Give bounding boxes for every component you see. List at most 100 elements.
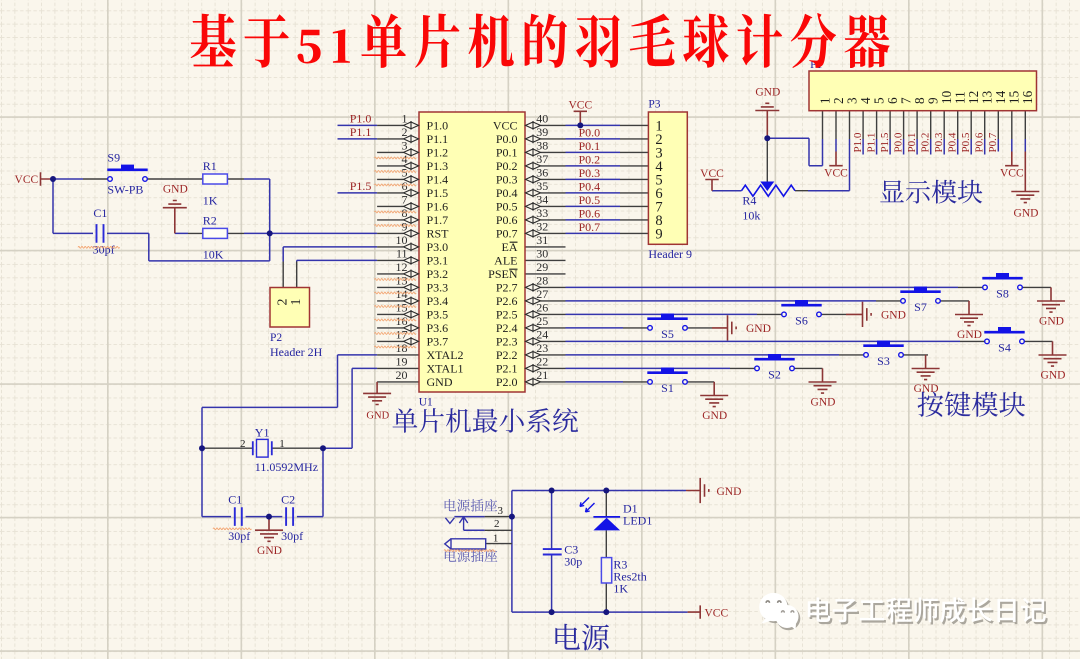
svg-text:S5: S5 [661, 327, 674, 341]
svg-text:9: 9 [655, 226, 662, 242]
svg-text:P1.0: P1.0 [427, 118, 449, 132]
svg-text:30p: 30p [564, 555, 582, 569]
svg-text:33: 33 [536, 206, 548, 220]
svg-text:P0.6: P0.6 [579, 206, 601, 220]
svg-text:P0.7: P0.7 [579, 220, 601, 234]
svg-text:6: 6 [402, 179, 408, 193]
svg-text:R3: R3 [613, 557, 627, 571]
svg-text:Header 9: Header 9 [648, 247, 692, 261]
svg-text:S7: S7 [914, 300, 927, 314]
svg-text:P2.2: P2.2 [496, 348, 518, 362]
svg-text:4: 4 [858, 97, 873, 104]
svg-text:P0.2: P0.2 [579, 152, 601, 166]
svg-text:VCC: VCC [568, 100, 592, 112]
svg-text:PSEN: PSEN [488, 267, 518, 281]
svg-text:10: 10 [939, 90, 954, 104]
svg-text:P2.4: P2.4 [496, 321, 518, 335]
svg-text:D1: D1 [623, 502, 638, 516]
svg-text:RST: RST [427, 226, 450, 240]
svg-text:P1.5: P1.5 [350, 179, 372, 193]
svg-text:P0.0: P0.0 [496, 132, 518, 146]
svg-text:C2: C2 [281, 492, 295, 506]
svg-text:VCC: VCC [705, 607, 729, 619]
svg-text:P3.4: P3.4 [427, 294, 449, 308]
svg-text:P2.1: P2.1 [496, 361, 518, 375]
svg-text:2: 2 [240, 438, 246, 450]
svg-text:38: 38 [536, 139, 548, 153]
svg-text:P2.5: P2.5 [496, 307, 518, 321]
svg-text:8: 8 [402, 206, 408, 220]
svg-text:GND: GND [746, 323, 771, 335]
svg-text:1: 1 [493, 533, 499, 545]
svg-text:35: 35 [536, 179, 548, 193]
svg-text:P0.5: P0.5 [496, 199, 518, 213]
svg-text:P3.5: P3.5 [427, 307, 449, 321]
svg-text:P0.0: P0.0 [893, 132, 905, 152]
svg-text:22: 22 [536, 355, 548, 369]
svg-text:12: 12 [966, 91, 981, 104]
svg-text:GND: GND [881, 310, 906, 322]
svg-text:S4: S4 [998, 341, 1011, 355]
svg-text:P0.6: P0.6 [496, 213, 518, 227]
svg-text:5: 5 [872, 97, 887, 104]
svg-text:14: 14 [993, 90, 1008, 104]
svg-text:P1.1: P1.1 [866, 133, 878, 153]
svg-text:S9: S9 [107, 151, 120, 165]
svg-text:S2: S2 [768, 368, 781, 382]
svg-text:P1.6: P1.6 [427, 199, 449, 213]
svg-text:4: 4 [402, 152, 408, 166]
svg-text:3: 3 [844, 97, 859, 104]
svg-text:5: 5 [655, 172, 662, 188]
svg-text:23: 23 [536, 341, 548, 355]
svg-text:P3.0: P3.0 [427, 240, 449, 254]
svg-text:ALE: ALE [494, 253, 517, 267]
svg-text:P1.1: P1.1 [427, 132, 449, 146]
svg-text:5: 5 [402, 166, 408, 180]
svg-text:P0.0: P0.0 [579, 125, 601, 139]
svg-text:P0.4: P0.4 [496, 186, 518, 200]
svg-text:P3: P3 [648, 98, 660, 110]
svg-text:GND: GND [717, 486, 742, 498]
svg-text:P0.3: P0.3 [496, 172, 518, 186]
svg-text:P0.7: P0.7 [987, 132, 999, 152]
svg-text:S6: S6 [795, 314, 808, 328]
svg-text:39: 39 [536, 125, 548, 139]
svg-text:P3.1: P3.1 [427, 253, 449, 267]
svg-text:LED1: LED1 [623, 513, 652, 527]
svg-text:12: 12 [396, 260, 408, 274]
svg-text:34: 34 [536, 193, 548, 207]
svg-text:37: 37 [536, 152, 548, 166]
svg-text:13: 13 [396, 274, 408, 288]
svg-text:VCC: VCC [1000, 168, 1024, 180]
svg-text:8: 8 [912, 97, 927, 104]
svg-text:40: 40 [536, 112, 548, 126]
svg-text:2: 2 [494, 518, 500, 530]
svg-text:GND: GND [811, 397, 836, 409]
svg-text:P1.2: P1.2 [427, 145, 449, 159]
svg-text:EA: EA [502, 240, 518, 254]
svg-text:15: 15 [1007, 90, 1022, 104]
svg-text:P0.3: P0.3 [933, 132, 945, 152]
svg-text:GND: GND [957, 329, 982, 341]
svg-text:Y1: Y1 [255, 425, 270, 439]
svg-text:11: 11 [953, 91, 968, 104]
svg-text:36: 36 [536, 166, 548, 180]
svg-text:XTAL1: XTAL1 [427, 361, 464, 375]
svg-text:GND: GND [427, 375, 453, 389]
svg-text:6: 6 [655, 186, 662, 202]
svg-text:Header 2H: Header 2H [270, 345, 323, 359]
svg-text:S8: S8 [996, 287, 1009, 301]
svg-text:21: 21 [536, 368, 548, 382]
svg-text:27: 27 [536, 287, 548, 301]
svg-text:GND: GND [702, 410, 727, 422]
svg-text:1: 1 [402, 112, 408, 126]
svg-text:P2: P2 [270, 332, 282, 344]
svg-text:9: 9 [402, 220, 408, 234]
svg-text:P3.2: P3.2 [427, 267, 449, 281]
svg-text:11: 11 [396, 247, 408, 261]
svg-text:2: 2 [655, 132, 662, 148]
svg-text:2: 2 [402, 125, 408, 139]
svg-text:U1: U1 [419, 396, 433, 408]
svg-text:13: 13 [980, 90, 995, 104]
svg-text:GND: GND [1039, 316, 1064, 328]
